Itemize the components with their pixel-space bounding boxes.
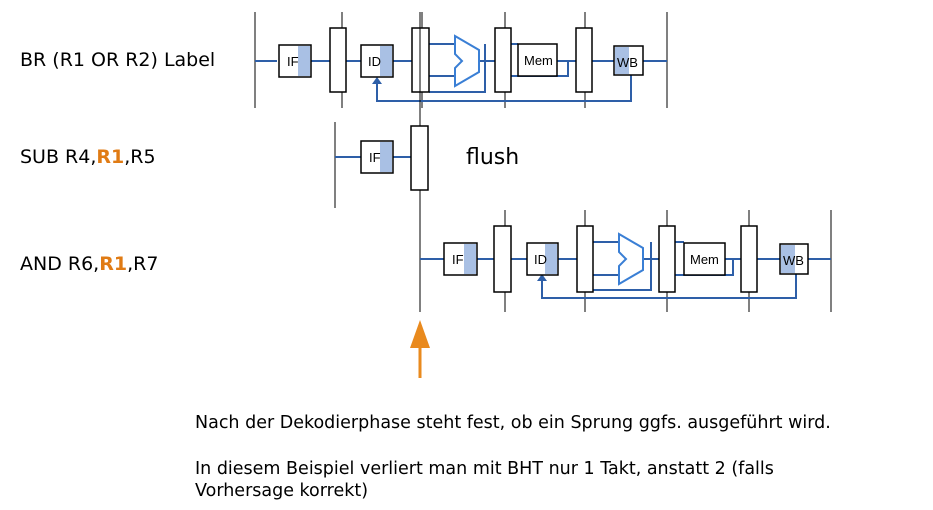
pipeline-row-and: IF ID Mem WB — [420, 210, 832, 312]
stage-mem — [517, 43, 558, 77]
pipeline-register — [493, 225, 512, 293]
svg-text:WB: WB — [617, 55, 638, 70]
svg-text:ID: ID — [368, 54, 381, 69]
decode-arrow-icon — [410, 320, 430, 378]
stage-mem — [683, 242, 726, 276]
svg-text:WB: WB — [783, 253, 804, 268]
pipeline-register — [410, 125, 429, 191]
pipeline-register — [740, 225, 758, 293]
note-decode: Nach der Dekodierphase steht fest, ob ei… — [195, 413, 831, 433]
pipeline-register — [576, 225, 594, 293]
alu-icon — [454, 34, 480, 88]
instr-br: BR (R1 OR R2) Label — [20, 49, 215, 71]
svg-text:IF: IF — [369, 150, 381, 165]
instr-and: AND R6,R1,R7 — [20, 253, 158, 275]
pipeline-row-sub: IF flush — [334, 12, 519, 312]
pipeline-register — [494, 27, 512, 93]
pipeline-register — [329, 27, 347, 93]
svg-text:Mem: Mem — [690, 252, 719, 267]
svg-text:ID: ID — [534, 252, 547, 267]
note-bht: In diesem Beispiel verliert man mit BHT … — [195, 459, 774, 501]
svg-text:Mem: Mem — [524, 53, 553, 68]
svg-text:IF: IF — [452, 252, 464, 267]
instr-sub: SUB R4,R1,R5 — [20, 146, 156, 168]
flush-label: flush — [466, 145, 519, 170]
pipeline-register — [575, 27, 593, 93]
alu-icon — [618, 232, 644, 286]
pipeline-register — [658, 225, 676, 293]
svg-text:IF: IF — [287, 54, 299, 69]
pipeline-row-br: IF ID Mem WB — [254, 12, 668, 108]
